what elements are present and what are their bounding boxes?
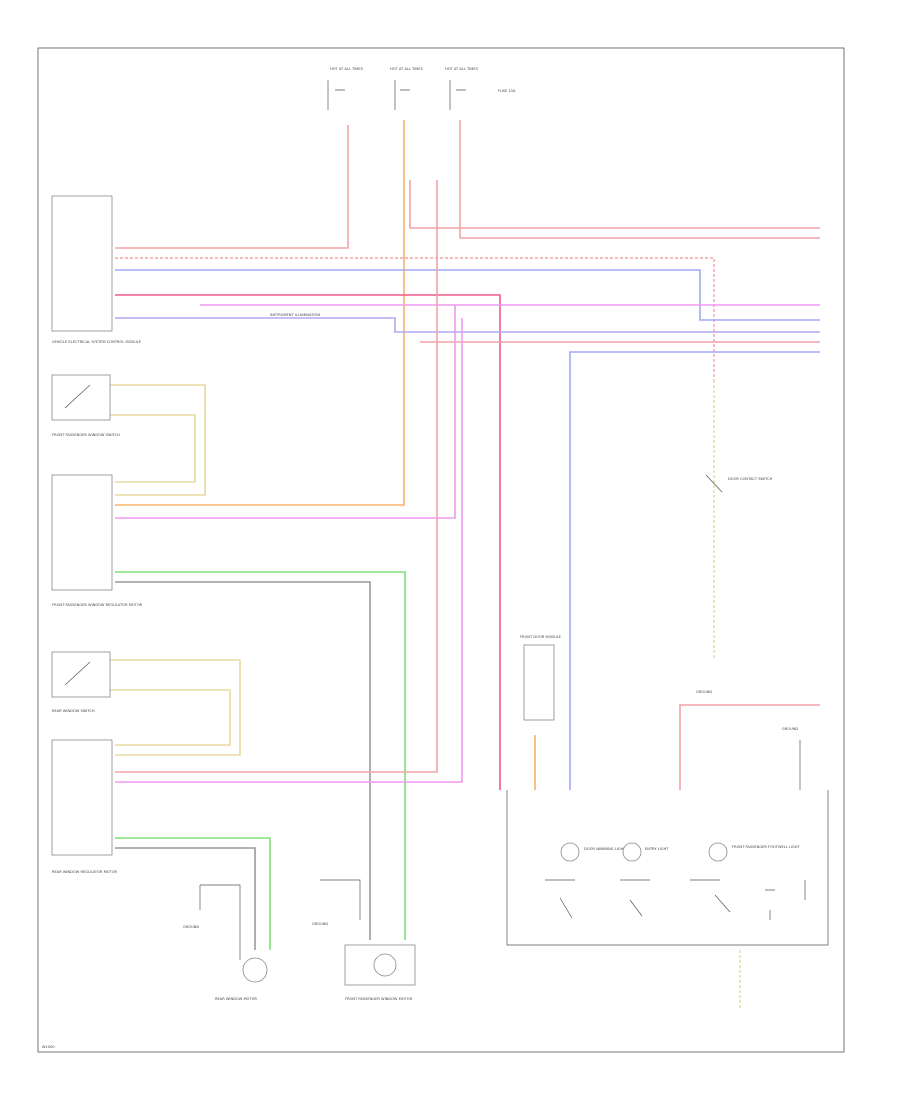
door-module-label: FRONT DOOR MODULE [520, 635, 562, 639]
motor-rear-label: REAR WINDOW MOTOR [215, 997, 257, 1001]
fuse-group: HOT AT ALL TIMES HOT AT ALL TIMES HOT AT… [327, 67, 516, 110]
module-rear [51, 739, 113, 856]
wire-yellow-front-b [110, 414, 196, 483]
lamp-c-label: FRONT PASSENGER FOOTWELL LIGHT [732, 845, 800, 849]
fuse-b-label: HOT AT ALL TIMES [390, 67, 424, 71]
lamp-panel-frame [506, 790, 829, 946]
wire-magenta-rear [115, 318, 463, 783]
wire-violet [115, 317, 820, 333]
lamp-switch-symbols [545, 879, 806, 920]
motor-front-icon [373, 953, 397, 977]
lamp-b-icon [622, 842, 642, 862]
door-contact-symbol [705, 474, 723, 493]
motor-front-label: FRONT PASSENGER WINDOW MOTOR [345, 997, 413, 1001]
wire-gray-rear [115, 847, 256, 950]
wire-green-rear [115, 837, 271, 950]
wire-orange [115, 120, 405, 506]
ground-a-label: GROUND [183, 925, 199, 929]
module-front-passenger [51, 474, 113, 591]
switch-front-label: FRONT PASSENGER WINDOW SWITCH [52, 433, 120, 437]
lamp-b-label: ENTRY LIGHT [645, 847, 669, 851]
wire-red-rear [115, 180, 438, 773]
lamp-a-icon [560, 842, 580, 862]
ground-b-lead [320, 879, 361, 920]
fuse-a-label: HOT AT ALL TIMES [330, 67, 364, 71]
ground-a-lead [199, 884, 241, 960]
wire-gray-front [115, 581, 371, 940]
ground-b-label: GROUND [312, 922, 328, 926]
switch-rear [51, 651, 111, 698]
motor-rear-icon [242, 957, 268, 983]
wire-yellow-rear-a [110, 659, 241, 756]
diagram-frame [37, 47, 845, 1053]
module-left-top-label: VEHICLE ELECTRICAL SYSTEM CONTROL MODULE [52, 340, 142, 344]
right-ground-label: GROUND [782, 727, 798, 731]
footer-code: W1000 [42, 1045, 55, 1049]
wire-blue-top [115, 269, 820, 321]
door-module-box [523, 644, 555, 721]
switch-front-passenger [51, 374, 111, 421]
lamp-a-label: DOOR WARNING LIGHT [584, 847, 626, 851]
wire-red-door [679, 704, 820, 790]
door-contact-label: DOOR CONTACT SWITCH [728, 477, 773, 481]
wire-magenta-b [115, 305, 456, 519]
lamp-c-icon [708, 842, 728, 862]
wire-red-a [115, 125, 349, 249]
fuse-c-label: HOT AT ALL TIMES [445, 67, 479, 71]
wire-yellow-rear-b [110, 689, 231, 746]
switch-front-symbol [64, 384, 91, 409]
wire-red-b [409, 180, 820, 229]
wire-red-c [459, 120, 820, 239]
switch-rear-label: REAR WINDOW SWITCH [52, 709, 95, 713]
fuse-note: FUSE 10A [498, 89, 516, 93]
module-vehicle-electrical [51, 195, 113, 332]
module-rear-label: REAR WINDOW REGULATOR MOTOR [52, 870, 118, 874]
wire-green-front [115, 571, 406, 940]
ground-c-label: GROUND [696, 690, 712, 694]
wire-pinkred [115, 294, 501, 790]
wire-blue-down [569, 351, 820, 790]
interior-light-label: INSTRUMENT ILLUMINATION [270, 313, 320, 317]
fuse-symbols [327, 80, 466, 110]
wire-red-dashed [115, 257, 715, 380]
switch-rear-symbol [64, 661, 91, 686]
module-front-label: FRONT PASSENGER WINDOW REGULATOR MOTOR [52, 603, 143, 607]
wire-yellow-front-a [110, 384, 206, 496]
